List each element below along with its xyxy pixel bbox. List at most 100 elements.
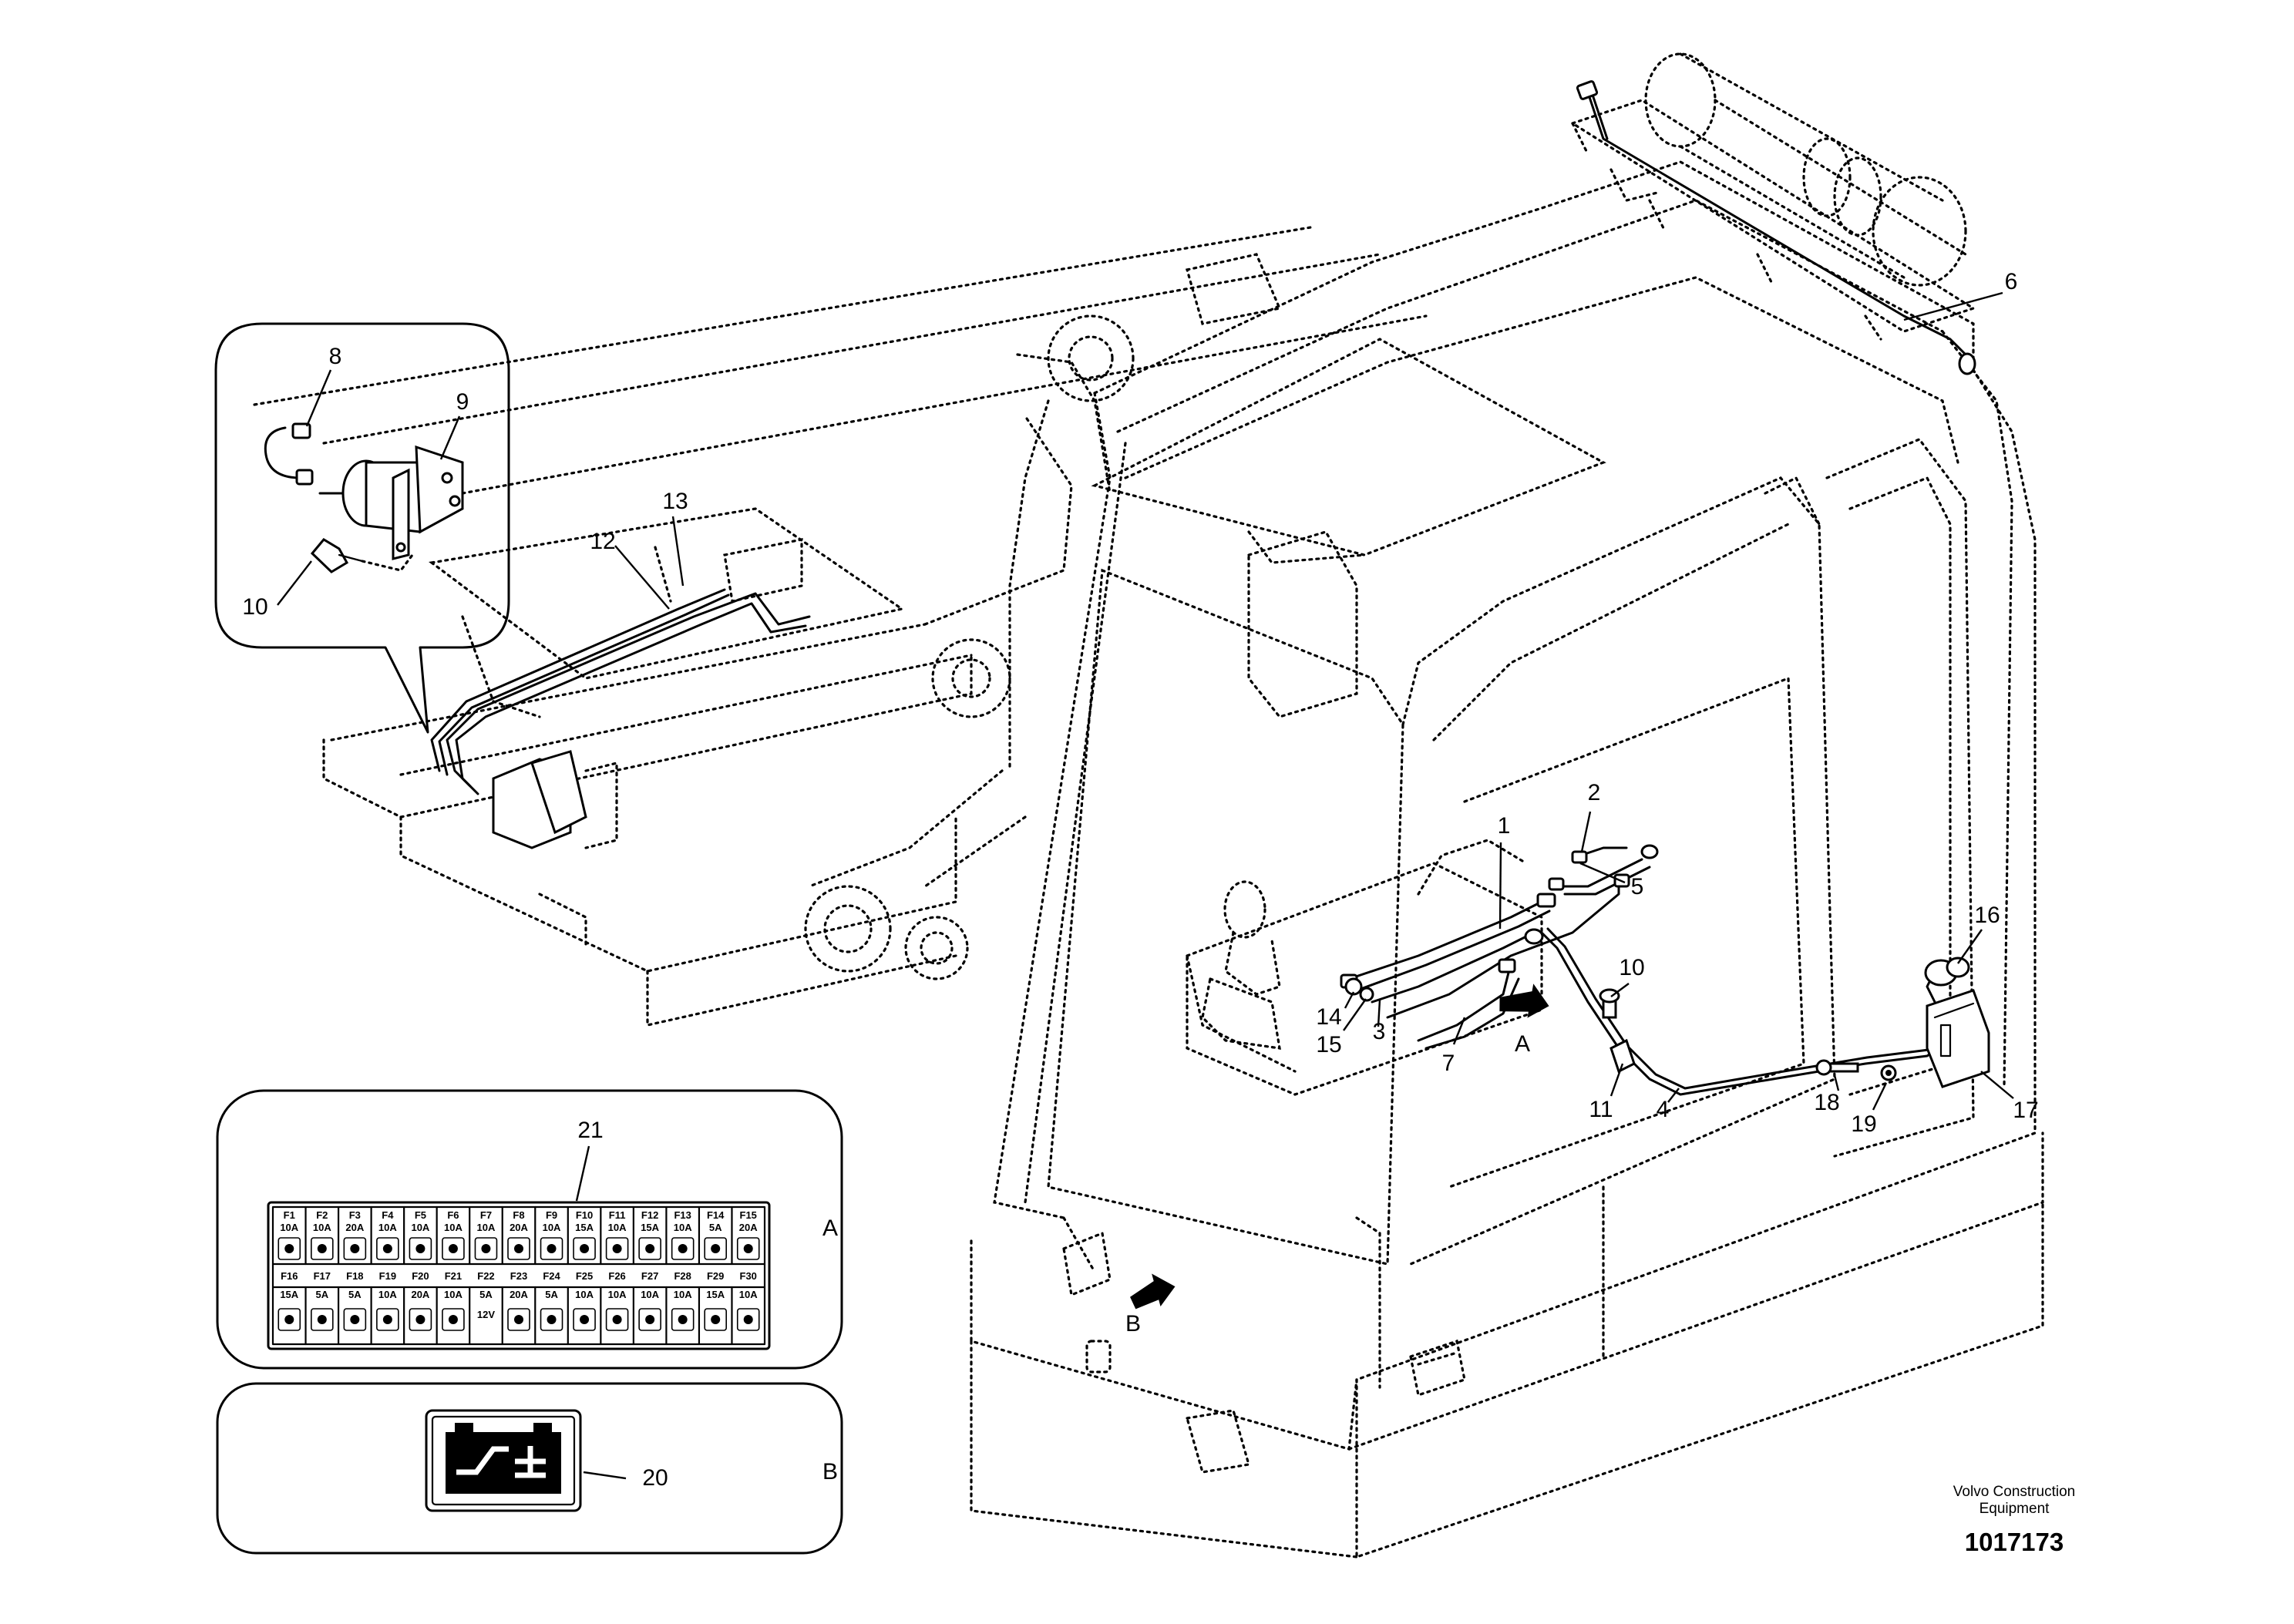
- callout-3: 3: [1373, 1019, 1386, 1044]
- fuse-top-number: F9: [546, 1209, 557, 1221]
- fuse-function-icon-glyph: [448, 1244, 458, 1253]
- fuse-function-icon: [605, 1237, 629, 1260]
- fuse-top-number: F14: [707, 1209, 725, 1221]
- fuse-12v-label: 12V: [477, 1309, 495, 1320]
- leader-lines: [277, 291, 2014, 1480]
- fuse-function-icon-glyph: [612, 1244, 622, 1253]
- fuse-top-amps: 15A: [641, 1222, 659, 1233]
- fuse-function-icon-glyph: [514, 1244, 523, 1253]
- fuse-top-amps: 10A: [280, 1222, 298, 1233]
- fuse-bottom-number: F26: [608, 1270, 625, 1282]
- fuse-bottom-number: F27: [641, 1270, 658, 1282]
- fuse-top-amps: 10A: [543, 1222, 561, 1233]
- fuse-bottom-amps: 10A: [608, 1289, 627, 1300]
- fuse-label-panel: F110AF1615AF210AF175AF320AF185AF410AF191…: [216, 1089, 843, 1370]
- callout-10-inset: 10: [242, 594, 267, 620]
- fuse-function-icon: [736, 1237, 760, 1260]
- fuse-top-amps: 10A: [477, 1222, 496, 1233]
- fuse-function-icon: [376, 1237, 399, 1260]
- callout-16: 16: [1974, 903, 2000, 928]
- fuse-bottom-amps: 20A: [510, 1289, 528, 1300]
- callout-9: 9: [456, 389, 469, 415]
- callout-labels: 1 2 3 4 5 6 7 8 9 10 10 11 12 13 14 15 1…: [242, 269, 2075, 1556]
- fuse-top-number: F13: [674, 1209, 691, 1221]
- fuse-function-icon-glyph: [678, 1244, 688, 1253]
- callout-11: 11: [1589, 1097, 1613, 1122]
- fuse-grid: F110AF1615AF210AF175AF320AF185AF410AF191…: [278, 1205, 760, 1346]
- fuse-function-icon-glyph: [415, 1315, 426, 1324]
- machine-frame: [253, 226, 1428, 1027]
- callout-2: 2: [1588, 780, 1601, 805]
- callout-14: 14: [1316, 1004, 1341, 1030]
- fuse-top-amps: 10A: [411, 1222, 429, 1233]
- fuse-function-icon-glyph: [284, 1244, 294, 1253]
- harness-1-3-5-7: [1340, 844, 1659, 1050]
- relay-detail-inset: [214, 322, 510, 734]
- fuse-function-icon: [474, 1237, 498, 1260]
- fuse-function-icon: [704, 1308, 728, 1331]
- fuse-bottom-number: F18: [346, 1270, 363, 1282]
- callout-19: 19: [1851, 1111, 1876, 1137]
- fuse-top-amps: 20A: [739, 1222, 758, 1233]
- fuse-top-number: F2: [316, 1209, 328, 1221]
- fuse-function-icon: [442, 1308, 465, 1331]
- callout-4: 4: [1657, 1097, 1670, 1122]
- fuse-bottom-number: F24: [543, 1270, 560, 1282]
- fuse-bottom-amps: 15A: [706, 1289, 725, 1300]
- fuse-bottom-number: F23: [510, 1270, 527, 1282]
- callout-8: 8: [329, 344, 342, 369]
- fuse-function-icon-glyph: [481, 1244, 491, 1253]
- fuse-function-icon: [573, 1237, 596, 1260]
- fuse-top-number: F4: [382, 1209, 394, 1221]
- fuse-bottom-number: F22: [477, 1270, 494, 1282]
- part-number: 1017173: [1965, 1528, 2064, 1556]
- cab-body: [970, 160, 2044, 1559]
- callout-1: 1: [1498, 813, 1511, 839]
- fuse-bottom-amps: 5A: [545, 1289, 558, 1300]
- fuse-function-icon-glyph: [350, 1244, 360, 1253]
- fuse-function-icon: [540, 1308, 563, 1331]
- fuse-bottom-number: F29: [707, 1270, 724, 1282]
- fuse-function-icon-glyph: [743, 1315, 753, 1324]
- fuse-top-number: F12: [641, 1209, 658, 1221]
- fuse-function-icon-glyph: [645, 1244, 655, 1253]
- callout-7: 7: [1442, 1051, 1455, 1076]
- fuse-function-icon: [343, 1237, 367, 1260]
- harness-6: [1576, 80, 1976, 375]
- fuse-bottom-number: F25: [576, 1270, 593, 1282]
- fuse-function-icon: [507, 1308, 530, 1331]
- fuse-function-icon: [442, 1237, 465, 1260]
- fuse-function-icon-glyph: [678, 1315, 688, 1324]
- fuse-function-icon-glyph: [547, 1315, 557, 1324]
- callout-12: 12: [590, 529, 615, 554]
- fuse-top-number: F8: [513, 1209, 524, 1221]
- fuse-bottom-amps: 20A: [411, 1289, 429, 1300]
- fuse-top-amps: 10A: [608, 1222, 627, 1233]
- fuse-bottom-amps: 10A: [378, 1289, 397, 1300]
- fuse-bottom-amps: 10A: [444, 1289, 462, 1300]
- fuse-bottom-number: F28: [674, 1270, 691, 1282]
- fuse-top-amps: 15A: [575, 1222, 594, 1233]
- fuse-function-icon-glyph: [743, 1244, 753, 1253]
- harness-12-13: [430, 588, 811, 849]
- fuse-bottom-amps: 10A: [575, 1289, 594, 1300]
- fuse-function-icon: [278, 1237, 301, 1260]
- view-a-arrow-label: A: [1515, 1031, 1530, 1057]
- fuse-top-amps: 20A: [510, 1222, 528, 1233]
- fuse-bottom-amps: 5A: [479, 1289, 493, 1300]
- panel-a-label: A: [822, 1215, 838, 1241]
- fuse-function-icon: [736, 1308, 760, 1331]
- callout-5: 5: [1631, 874, 1644, 899]
- beacon-unit: [1569, 52, 1976, 341]
- fuse-bottom-number: F17: [314, 1270, 331, 1282]
- fuse-function-icon: [507, 1237, 530, 1260]
- fuse-function-icon: [573, 1308, 596, 1331]
- callout-20: 20: [642, 1465, 668, 1491]
- fuse-function-icon: [376, 1308, 399, 1331]
- fuse-bottom-number: F19: [379, 1270, 396, 1282]
- fuse-top-number: F3: [349, 1209, 361, 1221]
- fuse-top-amps: 10A: [444, 1222, 462, 1233]
- fuse-function-icon-glyph: [317, 1315, 327, 1324]
